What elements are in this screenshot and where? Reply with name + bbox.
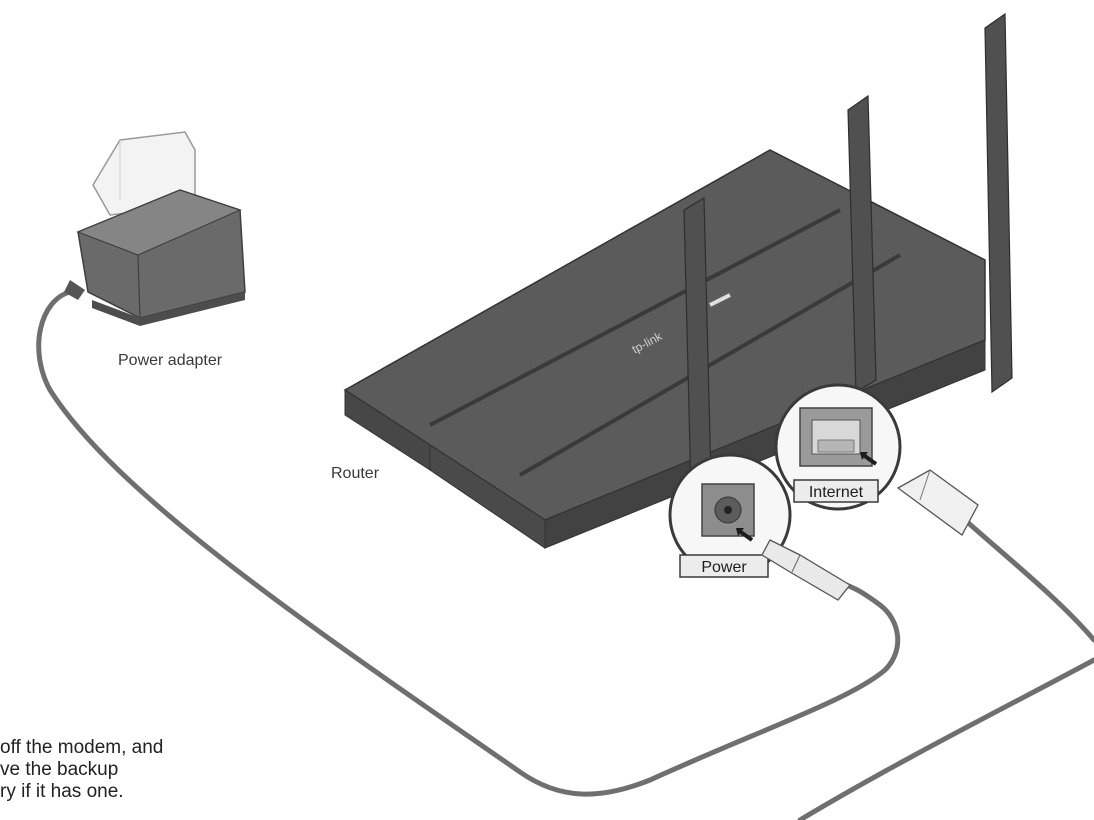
internet-port-label: Internet [809, 484, 864, 501]
power-port-callout: Power [668, 453, 792, 578]
router-illustration: tp-link [343, 149, 986, 549]
ethernet-plug [896, 469, 979, 536]
note-line: ve the backup [0, 759, 119, 780]
internet-cable [797, 517, 1094, 820]
note-line: off the modem, and [0, 737, 164, 758]
power-adapter-label: Power adapter [118, 352, 223, 369]
router-label: Router [331, 465, 380, 482]
instruction-note: off the modem, and ve the backup ry if i… [0, 737, 163, 803]
adapter-cable [36, 289, 901, 797]
antenna-middle [847, 94, 877, 394]
note-line: ry if it has one. [0, 781, 124, 802]
power-plug [761, 539, 851, 601]
power-adapter-illustration [64, 131, 246, 326]
antenna-right [984, 12, 1013, 394]
power-port-label: Power [701, 559, 747, 576]
internet-port-callout: Internet [774, 383, 902, 511]
